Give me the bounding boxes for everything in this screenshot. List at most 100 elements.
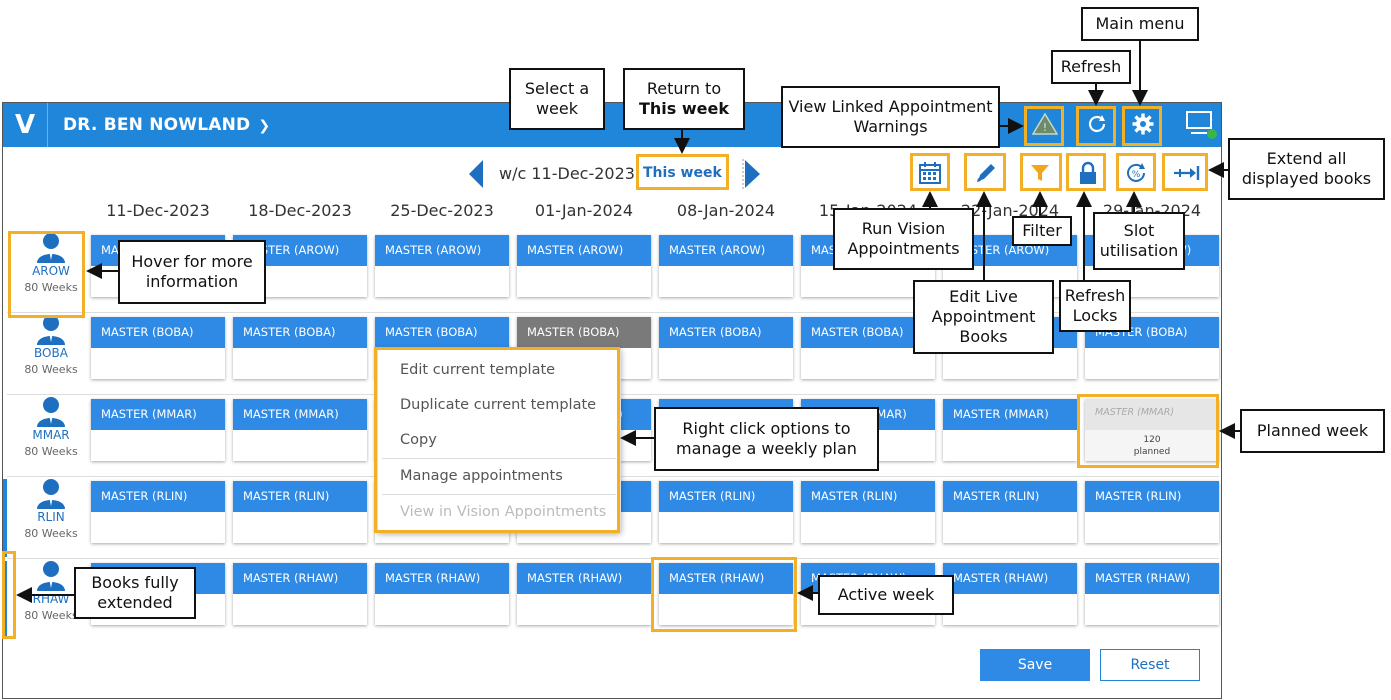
cell-template-label: MASTER (MMAR) bbox=[91, 399, 225, 430]
week-cell[interactable]: MASTER (RHAW) bbox=[375, 563, 509, 625]
user-avatar-icon bbox=[34, 477, 68, 509]
warning-triangle-icon: ! bbox=[1032, 112, 1058, 135]
week-cell[interactable]: MASTER (MMAR) bbox=[943, 399, 1077, 461]
cell-template-label: MASTER (RHAW) bbox=[375, 563, 509, 594]
linked-warnings-button[interactable]: ! bbox=[1029, 108, 1061, 140]
week-cell[interactable]: MASTER (MMAR) bbox=[91, 399, 225, 461]
planned-status: planned bbox=[1133, 447, 1171, 457]
week-cell[interactable]: MASTER (RLIN) bbox=[801, 481, 935, 543]
user-avatar-icon bbox=[34, 231, 68, 263]
week-cell[interactable]: MASTER (BOBA) bbox=[801, 317, 935, 379]
user-avatar-icon bbox=[34, 559, 68, 591]
arrow-right-icon bbox=[742, 159, 760, 189]
previous-week-button[interactable] bbox=[467, 159, 485, 193]
highlight-edit-live bbox=[964, 153, 1006, 191]
user-avatar-icon bbox=[34, 395, 68, 427]
slot-utilisation-button[interactable]: % bbox=[1119, 157, 1153, 189]
weeks-count: 80 Weeks bbox=[24, 609, 78, 622]
callout-return-to: Return to bbox=[646, 79, 722, 98]
callout-refresh-locks: Refresh Locks bbox=[1059, 280, 1131, 332]
menu-item-copy[interactable]: Copy bbox=[400, 432, 437, 448]
week-cell[interactable]: MASTER (BOBA) bbox=[233, 317, 367, 379]
week-cell[interactable]: MASTER (BOBA) bbox=[659, 317, 793, 379]
week-cell[interactable]: MASTER (RHAW) bbox=[943, 563, 1077, 625]
highlight-active-week bbox=[651, 557, 797, 632]
highlight-run-vision bbox=[910, 153, 950, 191]
cell-template-label: MASTER (AROW) bbox=[517, 235, 651, 266]
weeks-count: 80 Weeks bbox=[24, 281, 78, 294]
callout-slot-utilisation: Slot utilisation bbox=[1093, 212, 1185, 270]
weeks-count: 80 Weeks bbox=[24, 527, 78, 540]
run-vision-appointments-button[interactable] bbox=[913, 157, 947, 189]
callout-return-this-week: Return to This week bbox=[623, 68, 745, 130]
cell-template-label: MASTER (BOBA) bbox=[517, 317, 651, 348]
calendar-icon bbox=[919, 162, 941, 184]
callout-main-menu: Main menu bbox=[1081, 7, 1199, 41]
extend-arrow-icon bbox=[1174, 166, 1200, 180]
filter-button[interactable] bbox=[1023, 157, 1057, 189]
cell-template-label: MASTER (MMAR) bbox=[1085, 399, 1219, 430]
menu-item-edit-template[interactable]: Edit current template bbox=[400, 362, 556, 378]
cell-template-label: MASTER (BOBA) bbox=[659, 317, 793, 348]
cell-template-label: MASTER (BOBA) bbox=[233, 317, 367, 348]
callout-filter: Filter bbox=[1012, 216, 1072, 246]
week-cell[interactable]: MASTER (RLIN) bbox=[659, 481, 793, 543]
menu-item-view-in-vision: View in Vision Appointments bbox=[400, 504, 607, 520]
menu-divider bbox=[382, 458, 616, 459]
week-cell[interactable]: MASTER (RLIN) bbox=[943, 481, 1077, 543]
main-menu-button[interactable] bbox=[1127, 108, 1159, 140]
week-cell[interactable]: MASTER (RLIN) bbox=[91, 481, 225, 543]
weeks-count: 80 Weeks bbox=[24, 445, 78, 458]
reset-button[interactable]: Reset bbox=[1100, 649, 1200, 681]
week-cell[interactable]: MASTER (AROW) bbox=[659, 235, 793, 297]
row-divider bbox=[7, 312, 1219, 313]
menu-item-duplicate-template[interactable]: Duplicate current template bbox=[400, 397, 597, 413]
save-button[interactable]: Save bbox=[980, 649, 1090, 681]
week-cell[interactable]: MASTER (BOBA) bbox=[91, 317, 225, 379]
refresh-button[interactable] bbox=[1081, 108, 1113, 140]
lock-icon bbox=[1080, 161, 1096, 184]
cell-template-label: MASTER (RHAW) bbox=[943, 563, 1077, 594]
svg-text:%: % bbox=[1132, 170, 1141, 180]
week-cell[interactable]: MASTER (AROW) bbox=[375, 235, 509, 297]
callout-refresh: Refresh bbox=[1051, 50, 1131, 84]
next-week-button[interactable] bbox=[741, 158, 763, 194]
date-header: 01-Jan-2024 bbox=[534, 201, 634, 220]
week-cell[interactable]: MASTER (MMAR) bbox=[233, 399, 367, 461]
week-cell[interactable]: MASTER (RHAW) bbox=[233, 563, 367, 625]
week-cell[interactable]: MASTER (AROW) bbox=[517, 235, 651, 297]
refresh-icon bbox=[1088, 115, 1106, 133]
extended-indicator bbox=[3, 561, 7, 639]
menu-item-manage-appointments[interactable]: Manage appointments bbox=[400, 468, 563, 484]
date-header: 08-Jan-2024 bbox=[676, 201, 776, 220]
week-cell[interactable]: MASTER (RHAW) bbox=[1085, 563, 1219, 625]
date-header: 11-Dec-2023 bbox=[106, 201, 210, 220]
cell-template-label: MASTER (RLIN) bbox=[943, 481, 1077, 512]
week-cell[interactable]: MASTER (RLIN) bbox=[1085, 481, 1219, 543]
extend-all-books-button[interactable] bbox=[1169, 157, 1205, 189]
refresh-locks-button[interactable] bbox=[1071, 157, 1105, 189]
callout-this-week: This week bbox=[638, 99, 729, 118]
user-selector[interactable]: DR. BEN NOWLAND❯ bbox=[63, 115, 270, 135]
week-commencing-label: w/c 11-Dec-2023 bbox=[499, 164, 635, 183]
pencil-icon bbox=[977, 164, 995, 182]
highlight-this-week bbox=[636, 154, 729, 190]
cell-template-label: MASTER (MMAR) bbox=[233, 399, 367, 430]
week-cell[interactable]: MASTER (RLIN) bbox=[233, 481, 367, 543]
this-week-button[interactable]: This week bbox=[643, 165, 722, 181]
divider bbox=[47, 103, 48, 147]
edit-live-books-button[interactable] bbox=[969, 157, 1003, 189]
week-cell[interactable]: MASTER (RHAW) bbox=[659, 563, 793, 625]
week-cell[interactable]: MASTER (RHAW) bbox=[517, 563, 651, 625]
filter-icon bbox=[1031, 165, 1049, 181]
svg-text:!: ! bbox=[1043, 121, 1047, 134]
date-header: 18-Dec-2023 bbox=[248, 201, 352, 220]
screen-status-button[interactable] bbox=[1183, 108, 1221, 140]
clinician-code: BOBA bbox=[34, 346, 68, 360]
